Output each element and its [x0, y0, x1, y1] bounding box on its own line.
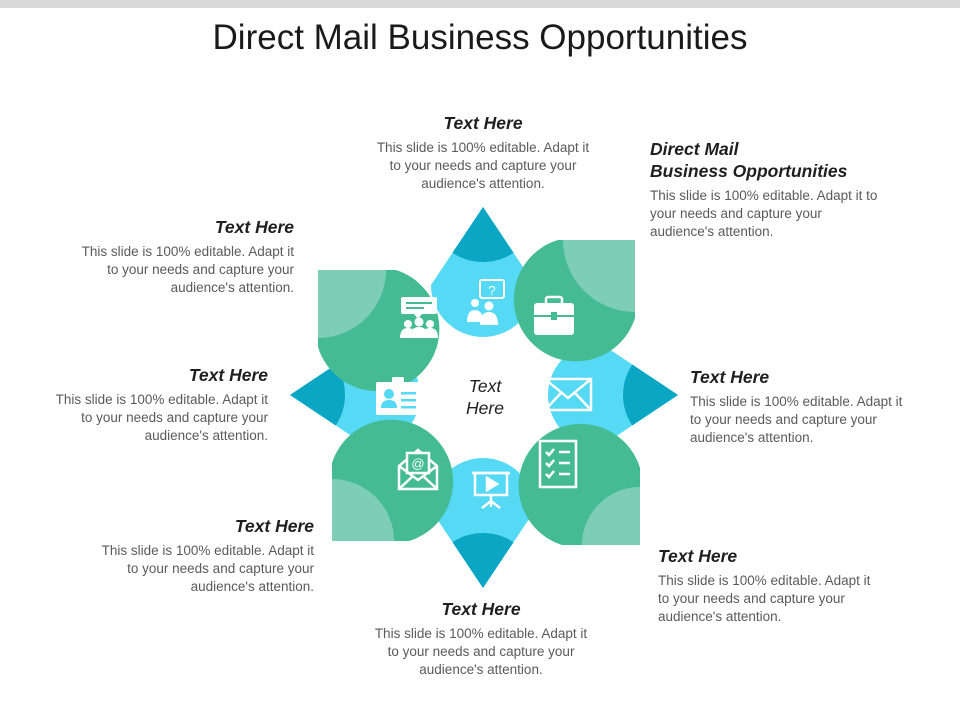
petal-bottom-left — [332, 419, 454, 541]
text-block-bottom: Text Here This slide is 100% editable. A… — [356, 598, 606, 679]
text-block-heading: Text Here — [188, 365, 268, 385]
center-circle — [439, 353, 527, 441]
text-block-top: Text Here This slide is 100% editable. A… — [358, 112, 608, 193]
page-title: Direct Mail Business Opportunities — [212, 18, 748, 57]
text-block-heading: Text Here — [441, 599, 521, 619]
text-block-left: Text Here This slide is 100% editable. A… — [8, 364, 268, 445]
presentation-board-icon — [472, 471, 510, 509]
svg-text:@: @ — [411, 456, 424, 471]
text-block-heading: Text Here — [234, 516, 314, 536]
center-label-line1: Text — [468, 376, 502, 396]
text-block-heading: Text Here — [214, 217, 294, 237]
text-block-heading: Text Here — [690, 367, 770, 387]
text-block-right: Text Here This slide is 100% editable. A… — [690, 366, 952, 447]
center-label-line2: Here — [466, 398, 504, 418]
people-question-icon: ? — [467, 279, 505, 325]
text-block-top-left: Text Here This slide is 100% editable. A… — [34, 216, 294, 297]
text-block-bottom-right: Text Here This slide is 100% editable. A… — [658, 545, 920, 626]
text-block-heading: Text Here — [443, 113, 523, 133]
text-block-bottom-left: Text Here This slide is 100% editable. A… — [54, 515, 314, 596]
text-block-desc: This slide is 100% editable. Adapt it to… — [650, 188, 878, 239]
top-bar — [0, 0, 960, 8]
center-label: Text Here — [445, 375, 525, 419]
email-at-icon: @ — [397, 448, 439, 491]
team-chat-icon — [400, 297, 438, 338]
id-card-icon — [376, 377, 422, 415]
checklist-icon — [538, 439, 578, 489]
envelope-icon — [543, 377, 593, 412]
briefcase-icon — [534, 295, 574, 335]
text-block-heading: Text Here — [658, 546, 738, 566]
svg-text:?: ? — [488, 283, 495, 298]
